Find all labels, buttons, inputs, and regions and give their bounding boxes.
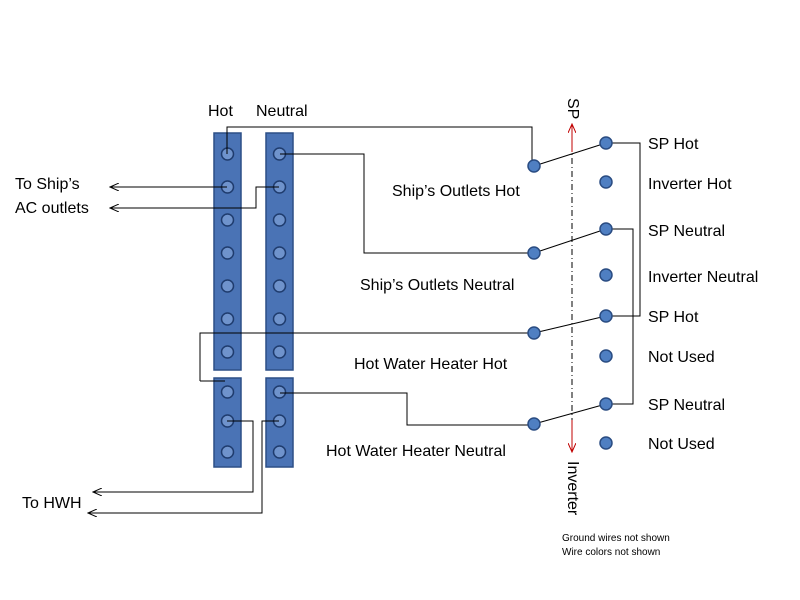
inverter-direction-label: Inverter bbox=[564, 461, 581, 516]
ships-outlets-hot-terminal bbox=[527, 159, 541, 173]
terminal-dot bbox=[599, 136, 613, 150]
to-ships-ac-outlets-label-line2: AC outlets bbox=[15, 200, 89, 217]
terminal-label: Not Used bbox=[648, 436, 715, 453]
terminal-label: Inverter Hot bbox=[648, 176, 732, 193]
terminal-dot bbox=[599, 222, 613, 236]
terminal-label: SP Neutral bbox=[648, 223, 725, 240]
neutral-bus-header: Neutral bbox=[256, 103, 308, 120]
hot-water-heater-hot-terminal bbox=[527, 326, 541, 340]
terminal-label: SP Hot bbox=[648, 309, 699, 326]
ships-outlets-neutral-terminal bbox=[527, 246, 541, 260]
terminal-label: SP Neutral bbox=[648, 397, 725, 414]
wires bbox=[88, 126, 641, 513]
terminal-dot bbox=[599, 309, 613, 323]
hot-bus-header: Hot bbox=[208, 103, 233, 120]
hot-water-heater-neutral-terminal bbox=[527, 417, 541, 431]
terminal-label: SP Hot bbox=[648, 136, 699, 153]
ships-outlets-neutral-label: Ship’s Outlets Neutral bbox=[360, 277, 514, 294]
terminal-dot bbox=[599, 436, 613, 450]
note-ground-wires: Ground wires not shown bbox=[562, 533, 670, 544]
terminal-dot bbox=[599, 349, 613, 363]
terminal-dot bbox=[599, 268, 613, 282]
terminal-dot bbox=[599, 175, 613, 189]
terminal-dot bbox=[599, 397, 613, 411]
note-wire-colors: Wire colors not shown bbox=[562, 547, 660, 558]
sp-direction-label: SP bbox=[564, 98, 581, 119]
switch-axis: SP Inverter bbox=[564, 98, 581, 516]
hot-bus-bar-upper bbox=[213, 132, 242, 371]
ships-outlets-hot-label: Ship’s Outlets Hot bbox=[392, 183, 520, 200]
hot-bus-bar-lower bbox=[213, 377, 242, 468]
hot-water-heater-neutral-label: Hot Water Heater Neutral bbox=[326, 443, 506, 460]
to-ships-ac-outlets-label-line1: To Ship’s bbox=[15, 176, 80, 193]
to-hwh-label: To HWH bbox=[22, 495, 82, 512]
neutral-bus-bar-lower bbox=[265, 377, 294, 468]
terminal-label: Inverter Neutral bbox=[648, 269, 758, 286]
neutral-bus-bar-upper bbox=[265, 132, 294, 371]
terminal-label: Not Used bbox=[648, 349, 715, 366]
hot-water-heater-hot-label: Hot Water Heater Hot bbox=[354, 356, 508, 373]
